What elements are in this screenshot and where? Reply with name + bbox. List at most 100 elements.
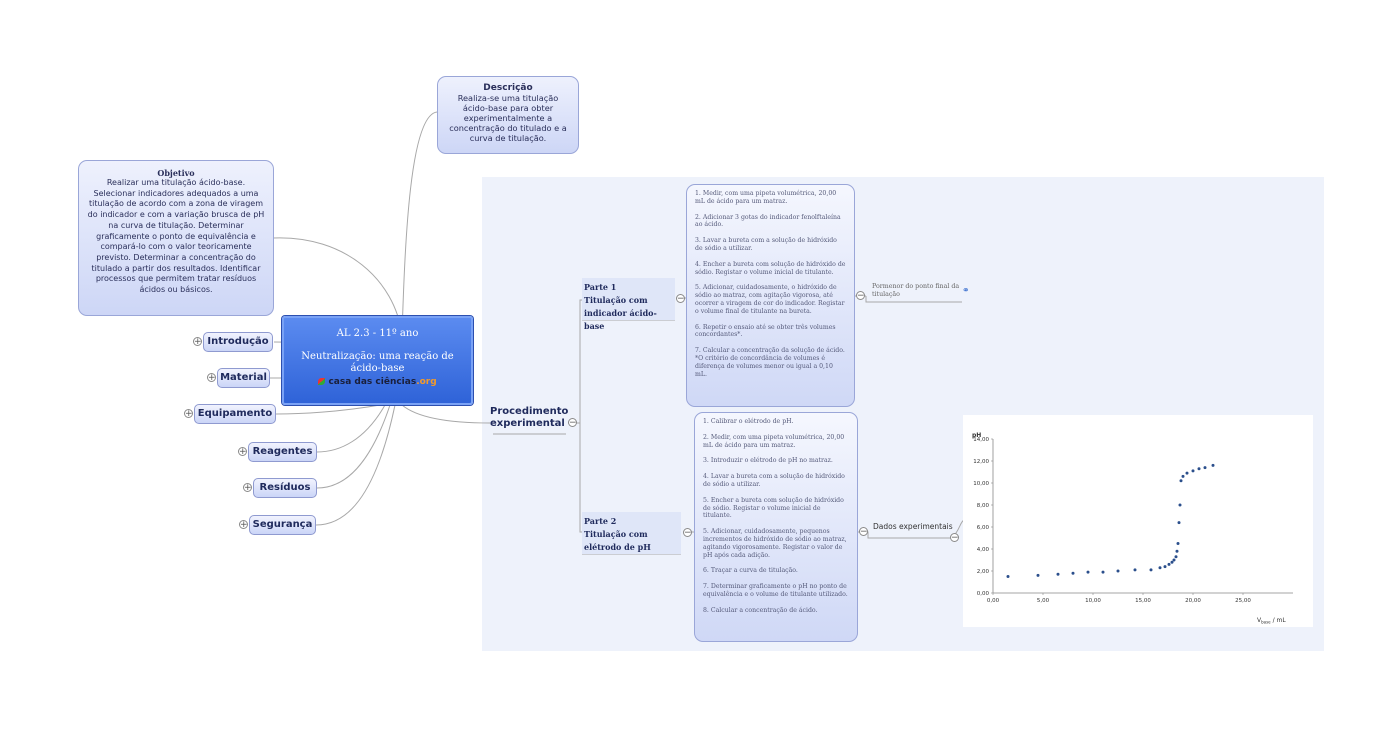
chart-data-point: [1191, 469, 1195, 473]
chart-data-point: [1056, 572, 1060, 576]
chart-x-tick-label: 25,00: [1235, 598, 1251, 604]
parte1-step: 6. Repetir o ensaio até se obter três vo…: [695, 323, 836, 339]
chart-data-point: [1172, 558, 1176, 562]
parte1-step: 7. Calcular a concentração da solução de…: [695, 347, 845, 378]
chart-y-tick-label: 0,00: [977, 591, 990, 597]
parte1-step: 1. Medir, com uma pipeta volumétrica, 20…: [695, 190, 837, 205]
chart-data-point: [1211, 463, 1215, 467]
topic-residuos[interactable]: Resíduos: [253, 478, 317, 498]
expand-introducao-icon[interactable]: +: [193, 337, 202, 347]
chart-data-point: [1116, 569, 1120, 573]
objetivo-text: Realizar uma titulação ácido-base. Selec…: [87, 178, 265, 295]
central-title: AL 2.3 - 11º ano: [336, 328, 419, 339]
chart-data-point: [1101, 570, 1105, 574]
parte2-step: 5. Adicionar, cuidadosamente, pequenos i…: [703, 528, 847, 559]
parte2-step: 5. Encher a bureta com solução de hidróx…: [703, 496, 844, 520]
chart-data-point: [1178, 503, 1182, 507]
parte1-node[interactable]: Parte 1 Titulação com indicador ácido-ba…: [582, 278, 675, 331]
casa-das-ciencias-logo: casa das ciências.org: [284, 377, 471, 387]
central-subtitle: Neutralização: uma reação de ácido-base: [301, 351, 454, 374]
parte1-step: 4. Encher a bureta com solução de hidróx…: [695, 260, 846, 276]
topic-material[interactable]: Material: [217, 368, 270, 388]
central-topic[interactable]: AL 2.3 - 11º ano Neutralização: uma reaç…: [282, 316, 473, 405]
parte2-step: 3. Introduzir o elétrodo de pH no matraz…: [703, 457, 833, 465]
topic-introducao[interactable]: Introdução: [203, 332, 273, 352]
parte2-steps-node[interactable]: 1. Calibrar o elétrodo de pH. 2. Medir, …: [694, 412, 858, 642]
chart-x-tick-label: 10,00: [1085, 598, 1101, 604]
expand-residuos-icon[interactable]: +: [243, 483, 252, 493]
chart-data-point: [1175, 549, 1179, 553]
expand-equipamento-icon[interactable]: +: [184, 409, 193, 419]
parte2-step: 2. Medir, com uma pipeta volumétrica, 20…: [703, 433, 845, 449]
link-icon[interactable]: ⚭: [962, 286, 970, 296]
parte1-detail-label: Pormenor do ponto final da titulação: [872, 283, 960, 298]
parte2-node[interactable]: Parte 2 Titulação com elétrodo de pH: [582, 512, 681, 554]
objetivo-title: Objetivo: [157, 168, 195, 178]
collapse-parte1-icon[interactable]: −: [676, 294, 685, 304]
chart-data-point: [1179, 479, 1183, 483]
topic-equipamento[interactable]: Equipamento: [194, 404, 276, 424]
chart-data-point: [1036, 573, 1040, 577]
chart-x-tick-label: 20,00: [1185, 598, 1201, 604]
chart-data-point: [1158, 566, 1162, 570]
chart-data-point: [1167, 562, 1171, 566]
parte1-step: 2. Adicionar 3 gotas do indicador fenolf…: [695, 213, 841, 229]
descricao-title: Descrição: [483, 83, 533, 93]
collapse-parte2-icon[interactable]: −: [683, 528, 692, 538]
objetivo-node[interactable]: Objetivo Realizar uma titulação ácido-ba…: [78, 160, 274, 316]
logo-text: casa das ciências: [328, 377, 417, 387]
chart-data-point: [1174, 555, 1178, 559]
logo-leaf-icon: [318, 378, 326, 385]
chart-xlabel-unit: / mL: [1271, 617, 1287, 624]
topic-reagentes[interactable]: Reagentes: [248, 442, 317, 462]
collapse-procedimento-icon[interactable]: −: [568, 418, 577, 428]
chart-data-point: [1170, 560, 1174, 564]
procedimento-label: Procedimento experimental: [490, 406, 569, 429]
parte2-step: 6. Traçar a curva de titulação.: [703, 567, 798, 575]
chart-y-tick-label: 14,00: [973, 437, 989, 443]
chart-xlabel: Vbase / mL: [1257, 617, 1286, 625]
topic-seguranca[interactable]: Segurança: [249, 515, 316, 535]
chart-y-tick-label: 12,00: [973, 459, 989, 465]
dados-experimentais-label: Dados experimentais: [873, 522, 953, 531]
chart-data-point: [1181, 474, 1185, 478]
dados-experimentais-node[interactable]: Dados experimentais: [873, 522, 953, 536]
chart-y-tick-label: 4,00: [977, 547, 990, 553]
parte2-step: 7. Determinar graficamente o pH no ponto…: [703, 583, 848, 598]
chart-data-point: [1197, 467, 1201, 471]
expand-seguranca-icon[interactable]: +: [239, 520, 248, 530]
parte1-steps-node[interactable]: 1. Medir, com uma pipeta volumétrica, 20…: [686, 184, 855, 407]
descricao-text: Realiza-se uma titulação ácido-base para…: [449, 93, 567, 143]
collapse-parte2-steps-icon[interactable]: −: [859, 527, 868, 537]
chart-data-point: [1203, 466, 1207, 470]
chart-y-tick-label: 10,00: [973, 481, 989, 487]
chart-data-point: [1133, 568, 1137, 572]
chart-x-tick-label: 15,00: [1135, 598, 1151, 604]
parte1-label: Parte 1 Titulação com indicador ácido-ba…: [584, 282, 657, 331]
parte1-step: 3. Lavar a bureta com a solução de hidró…: [695, 237, 837, 252]
procedimento-node[interactable]: Procedimento experimental: [490, 406, 568, 434]
expand-material-icon[interactable]: +: [207, 373, 216, 383]
chart-data-point: [1086, 570, 1090, 574]
chart-data-point: [1163, 565, 1167, 569]
chart-data-point: [1071, 571, 1075, 575]
expand-reagentes-icon[interactable]: +: [238, 447, 247, 457]
chart-xlabel-sub: base: [1261, 620, 1271, 625]
chart-data-point: [1149, 568, 1153, 572]
chart-x-tick-label: 0,00: [987, 598, 1000, 604]
descricao-node[interactable]: Descrição Realiza-se uma titulação ácido…: [437, 76, 579, 154]
chart-ylabel: pH: [972, 432, 981, 439]
chart-data-point: [1185, 471, 1189, 475]
chart-y-tick-label: 2,00: [977, 569, 990, 575]
chart-x-tick-label: 5,00: [1037, 598, 1050, 604]
parte2-label: Parte 2 Titulação com elétrodo de pH: [584, 516, 651, 552]
chart-data-point: [1177, 521, 1181, 525]
logo-suffix: .org: [416, 377, 437, 387]
titration-chart-svg: pH 0,002,004,006,008,0010,0012,0014,000,…: [972, 432, 1293, 625]
parte1-detail-node[interactable]: Pormenor do ponto final da titulação: [872, 283, 962, 303]
collapse-parte1-steps-icon[interactable]: −: [856, 291, 865, 301]
collapse-dados-icon[interactable]: −: [950, 533, 959, 543]
parte1-step: 5. Adicionar, cuidadosamente, o hidróxid…: [695, 284, 845, 315]
parte2-step: 8. Calcular a concentração de ácido.: [703, 606, 818, 614]
